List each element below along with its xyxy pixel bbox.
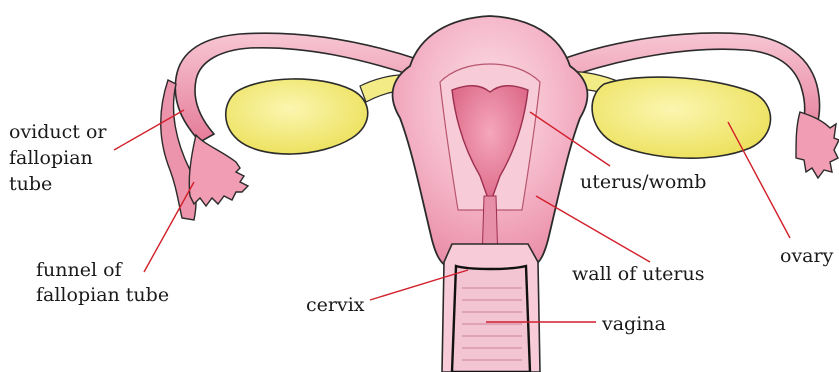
label-wall: wall of uterus	[572, 262, 704, 286]
label-vagina: vagina	[602, 312, 666, 336]
label-cervix: cervix	[306, 293, 365, 317]
uterus	[393, 16, 588, 266]
leader-wall	[536, 196, 650, 262]
label-oviduct-line3: tube	[9, 172, 52, 196]
label-funnel-line2: fallopian tube	[36, 283, 169, 307]
label-funnel-line1: funnel of	[36, 258, 122, 282]
label-oviduct-line1: oviduct or	[9, 120, 107, 144]
label-ovary: ovary	[780, 244, 833, 268]
left-ovary	[226, 74, 422, 154]
right-funnel	[796, 112, 839, 178]
label-oviduct-line2: fallopian	[9, 146, 93, 170]
leader-funnel	[144, 182, 194, 272]
vagina	[442, 244, 540, 372]
right-ovary	[560, 71, 771, 158]
label-uterus: uterus/womb	[580, 170, 706, 194]
left-funnel	[189, 135, 248, 206]
